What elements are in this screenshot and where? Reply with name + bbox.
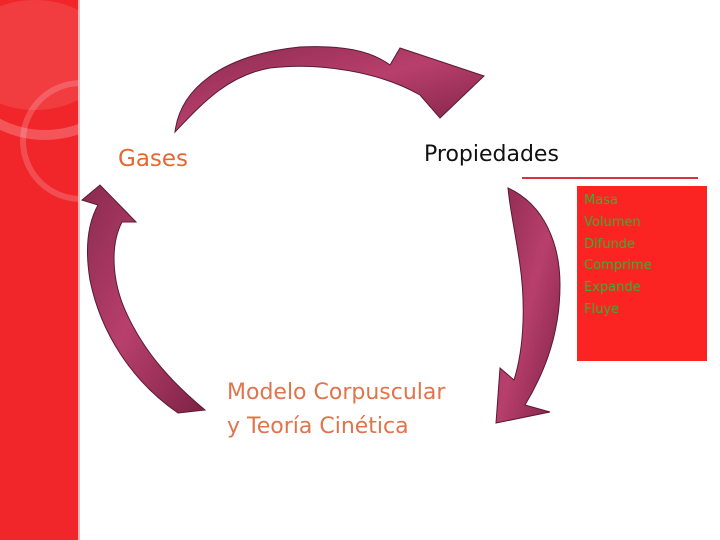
node-gases: Gases: [118, 146, 189, 172]
property-item: Difunde: [584, 236, 635, 252]
node-modelo-line2: y Teoría Cinética: [227, 414, 409, 439]
propiedades-underline: [522, 177, 698, 179]
node-modelo: Modelo Corpuscular y Teoría Cinética: [227, 376, 445, 444]
property-item: Volumen: [584, 214, 641, 230]
cycle-arrow-right: [495, 187, 561, 424]
cycle-arrow-left: [80, 184, 207, 414]
properties-list: Masa Volumen Difunde Comprime Expande Fl…: [584, 190, 652, 321]
node-modelo-line1: Modelo Corpuscular: [227, 380, 446, 405]
property-item: Comprime: [584, 258, 652, 274]
property-item: Masa: [584, 193, 618, 208]
properties-box: [577, 186, 707, 361]
property-item: Expande: [584, 280, 641, 296]
decorative-sidebar: [0, 0, 78, 540]
property-item: Fluye: [584, 301, 620, 317]
decorative-circle: [0, 0, 78, 110]
node-propiedades: Propiedades: [424, 142, 559, 167]
cycle-arrow-top: [174, 46, 485, 134]
sidebar-divider: [78, 0, 80, 540]
